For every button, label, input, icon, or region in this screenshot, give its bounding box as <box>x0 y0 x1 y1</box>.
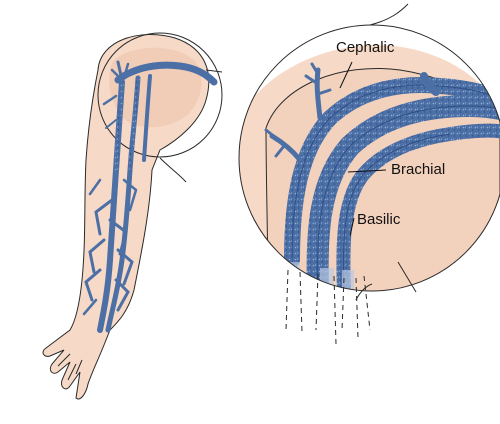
label-cephalic: Cephalic <box>336 39 395 56</box>
full-arm-illustration <box>42 32 223 400</box>
brachial-vein <box>306 94 500 291</box>
basilic-vein <box>336 123 500 291</box>
cephalic-vein <box>264 62 500 268</box>
detail-circle-large <box>238 24 500 292</box>
cephalic-leader <box>339 61 353 89</box>
magnified-view: Cephalic Brachial Basilic <box>238 3 500 345</box>
detail-circle-small <box>97 32 223 158</box>
label-basilic: Basilic <box>357 211 401 228</box>
brachial-leader <box>347 169 387 173</box>
vein-continuation-lines <box>285 269 371 345</box>
basilic-leader <box>349 217 355 237</box>
label-brachial: Brachial <box>391 161 445 178</box>
